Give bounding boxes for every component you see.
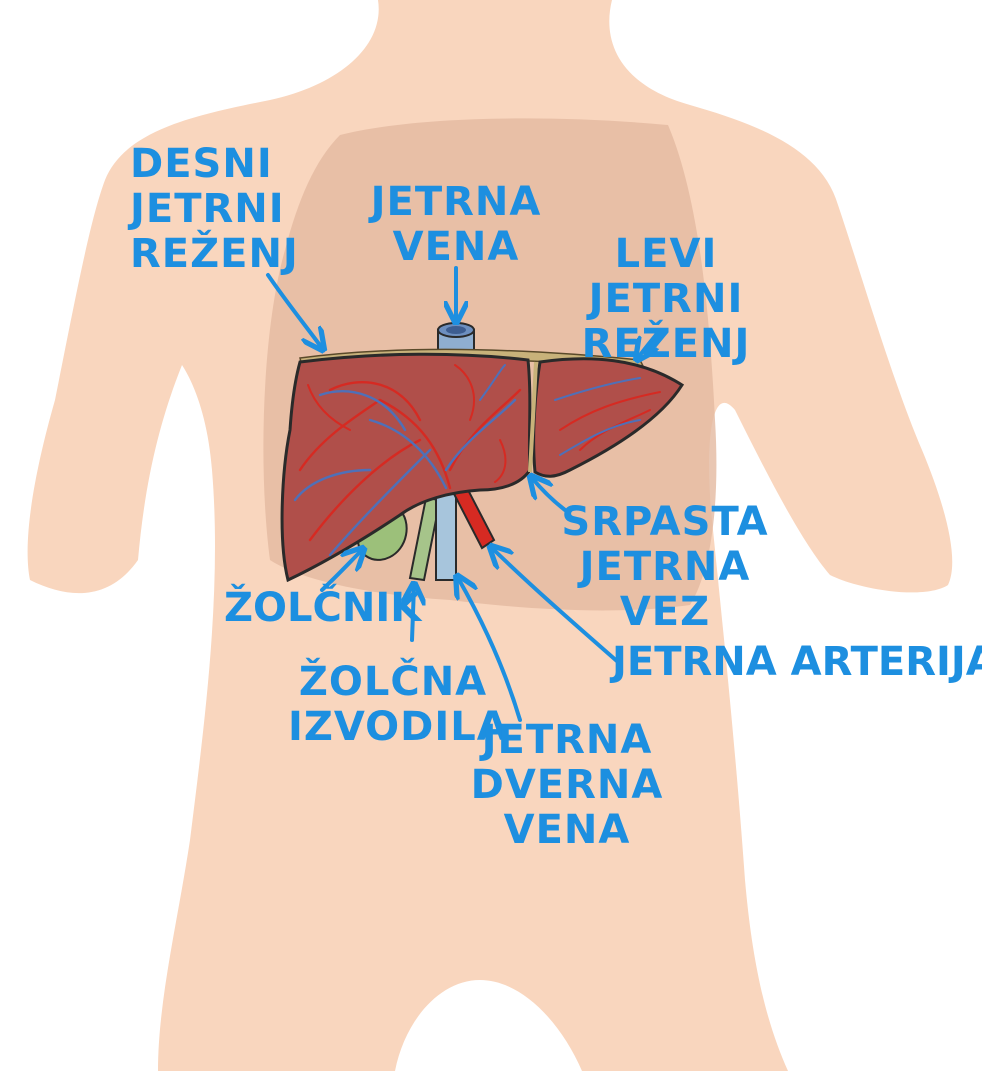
label-jetrna-vena: JETRNA VENA bbox=[358, 180, 554, 270]
label-levi-jetrni-rezenj: LEVI JETRNI REŽENJ bbox=[568, 232, 764, 367]
label-jetrna-arterija: JETRNA ARTERIJA bbox=[612, 640, 972, 685]
label-zolcnik: ŽOLČNIK bbox=[224, 586, 414, 631]
label-desni-jetrni-rezenj: DESNI JETRNI REŽENJ bbox=[130, 142, 299, 277]
label-srpasta-jetrna-vez: SRPASTA JETRNA VEZ bbox=[560, 500, 770, 635]
label-jetrna-dverna-vena: JETRNA DVERNA VENA bbox=[462, 718, 672, 853]
portal-vein bbox=[436, 488, 456, 580]
